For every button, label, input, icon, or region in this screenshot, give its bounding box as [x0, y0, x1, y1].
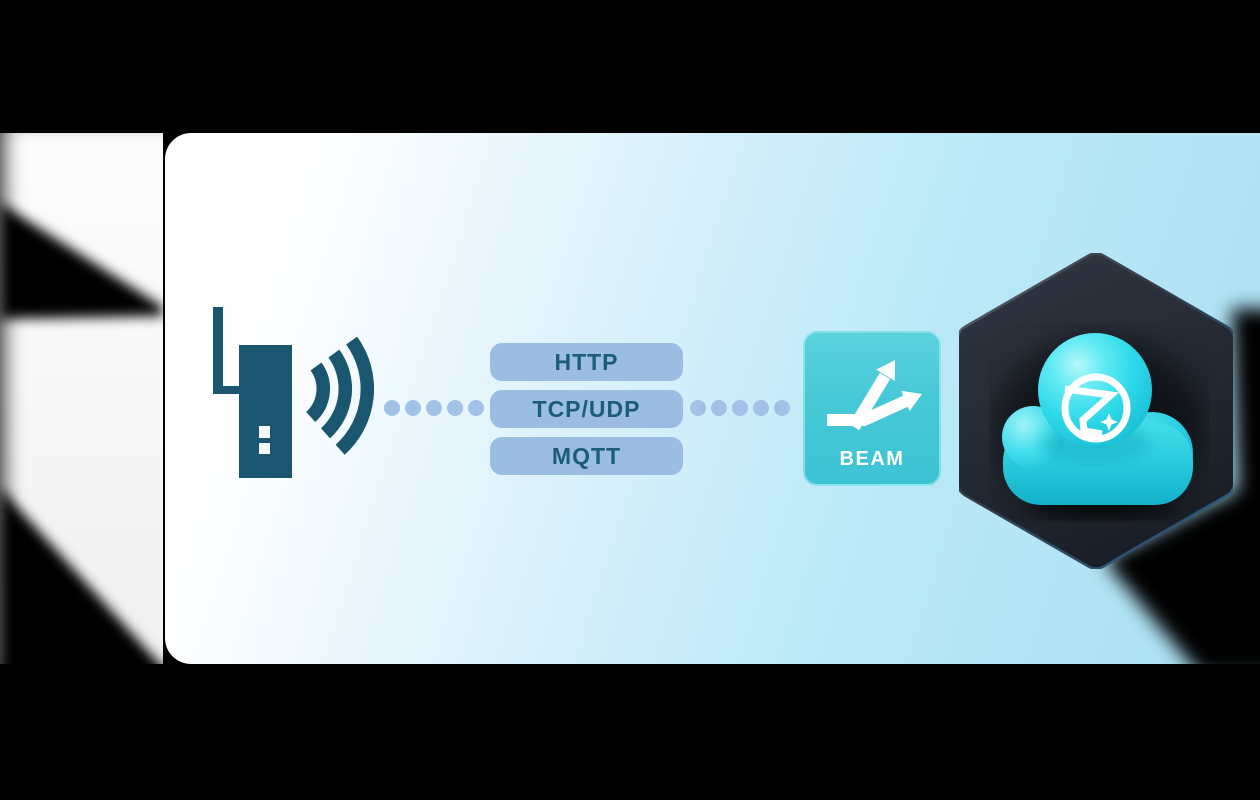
wifi-signal-icon [305, 336, 375, 455]
protocol-pill-tcp-udp: TCP/UDP [490, 390, 683, 428]
link-dot [384, 400, 400, 416]
protocol-pill-mqtt: MQTT [490, 437, 683, 475]
protocol-pill-http: HTTP [490, 343, 683, 381]
device-led-indicator [259, 426, 270, 438]
branch-arrows-icon [827, 360, 922, 431]
shadow-wedge-group-bottom [0, 133, 163, 664]
link-dot [711, 400, 727, 416]
device-led-indicator [259, 443, 270, 454]
beam-label: BEAM [839, 448, 905, 470]
zephyr-z-star-logo [1061, 373, 1131, 443]
link-dot [405, 400, 421, 416]
link-dot [426, 400, 442, 416]
dotted-link-right [690, 400, 790, 416]
device-antenna [213, 307, 223, 394]
left-edge-vignette [0, 133, 163, 664]
link-dot [774, 400, 790, 416]
left-margin-strip [0, 133, 163, 664]
link-dot [732, 400, 748, 416]
shadow-wedge-group-top [0, 133, 163, 664]
link-dot [690, 400, 706, 416]
diagram-card: HTTP TCP/UDP MQTT BEAM [165, 133, 1260, 664]
link-dot [447, 400, 463, 416]
link-dot [468, 400, 484, 416]
iot-gateway-device-icon [239, 345, 292, 478]
beam-service-tile: BEAM [803, 331, 941, 486]
link-dot [753, 400, 769, 416]
protocol-pill-stack: HTTP TCP/UDP MQTT [490, 343, 683, 475]
dotted-link-left [384, 400, 484, 416]
zephyr-cloud-icon [995, 333, 1203, 520]
device-antenna-connector [213, 386, 241, 394]
